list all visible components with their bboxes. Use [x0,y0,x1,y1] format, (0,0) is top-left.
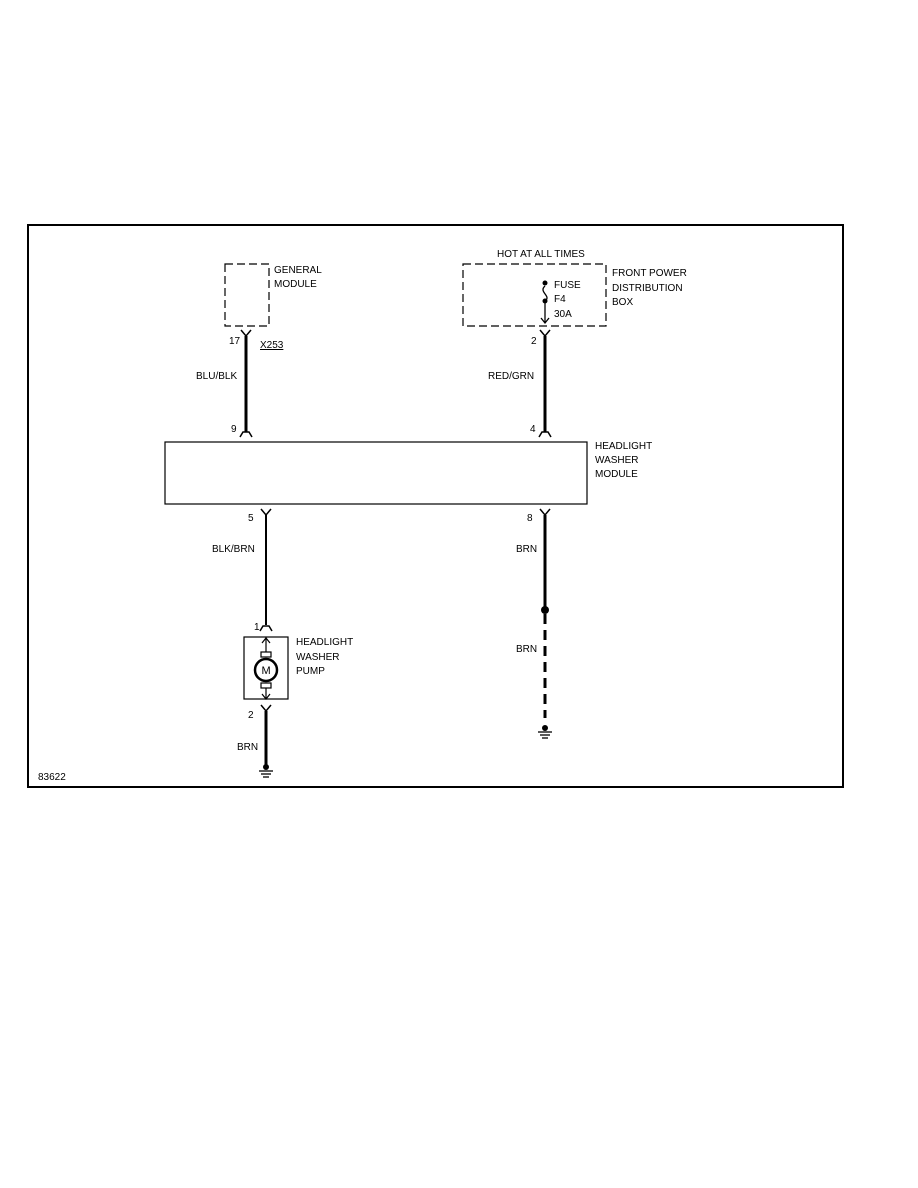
motor-brush-top [260,651,272,658]
fuse-label-3: 30A [554,309,572,320]
connector-1 [259,625,273,632]
wire-label-blk-brn: BLK/BRN [212,544,255,555]
connector-5 [260,508,272,517]
connector-2-bottom [260,704,272,713]
pin-1-label: 1 [254,622,260,633]
hot-at-all-times-label: HOT AT ALL TIMES [497,249,585,260]
connector-9 [239,431,253,438]
pump-label-3: PUMP [296,666,325,677]
connector-x253-label: X253 [260,340,284,351]
fuse-label-1: FUSE [554,280,581,291]
pump-arrow-bottom [261,693,271,700]
ground-icon-left [259,764,273,778]
washer-module-label-1: HEADLIGHT [595,441,652,452]
figure-number: 83622 [38,772,66,783]
pin-5-label: 5 [248,513,254,524]
fuse-arrow [540,317,550,325]
front-power-label-1: FRONT POWER [612,268,687,279]
ground-icon-right [538,725,552,739]
connector-17 [240,329,252,338]
washer-module-label-3: MODULE [595,469,638,480]
pump-label-2: WASHER [296,652,340,663]
pin-9-label: 9 [231,424,237,435]
motor-icon [253,657,279,683]
washer-module-label-2: WASHER [595,455,639,466]
general-module-label-1: GENERAL [274,265,322,276]
wire-label-blu-blk: BLU/BLK [196,371,237,382]
general-module-label-2: MODULE [274,279,317,290]
wire-label-pump-ground: BRN [237,742,258,753]
diagram-frame [27,224,844,788]
pin-4-label: 4 [530,424,536,435]
general-module-box [224,263,270,327]
connector-8 [539,508,551,517]
connector-4 [538,431,552,438]
washer-module-box [164,441,588,505]
fuse-terminal-top [542,280,548,286]
wire-label-brn-dashed: BRN [516,644,537,655]
pump-label-1: HEADLIGHT [296,637,353,648]
pin-2-bottom-label: 2 [248,710,254,721]
motor-symbol-label: M [262,665,271,677]
wire-label-red-grn: RED/GRN [488,371,534,382]
wire-label-brn-right: BRN [516,544,537,555]
pin-2-top-label: 2 [531,336,537,347]
pump-arrow-top [261,637,271,644]
fuse-label-2: F4 [554,294,566,305]
front-power-box [462,263,607,327]
pin-8-label: 8 [527,513,533,524]
front-power-label-3: BOX [612,297,633,308]
motor-brush-bottom [260,682,272,689]
front-power-label-2: DISTRIBUTION [612,283,683,294]
connector-2-top [539,329,551,338]
splice-point [541,606,549,614]
pin-17-label: 17 [229,336,241,347]
